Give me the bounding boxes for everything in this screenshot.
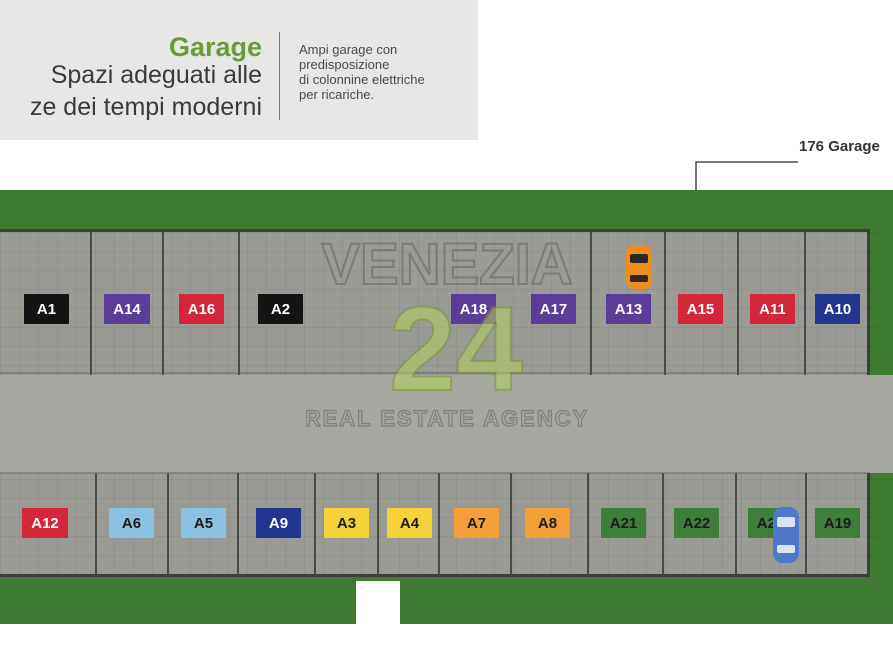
row-edge xyxy=(0,472,870,474)
parking-spot-bottom[interactable]: A8 xyxy=(525,508,570,538)
header-subtitle-line-2: ze dei tempi moderni xyxy=(29,93,262,121)
parking-spot-top[interactable]: A16 xyxy=(179,294,224,324)
parking-spot-bottom[interactable]: A6 xyxy=(109,508,154,538)
parking-spot-bottom[interactable]: A4 xyxy=(387,508,432,538)
header-divider xyxy=(279,32,280,120)
parking-spot-bottom[interactable]: A12 xyxy=(22,508,68,538)
parking-spot-bottom[interactable]: A21 xyxy=(601,508,646,538)
bay-divider xyxy=(587,473,589,574)
bay-divider xyxy=(735,473,737,574)
garage-count-annotation: 176 Garage xyxy=(799,138,880,155)
parking-spot-bottom[interactable]: A5 xyxy=(181,508,226,538)
bay-divider xyxy=(162,232,164,375)
bay-divider xyxy=(438,473,440,574)
description-line: Ampi garage con xyxy=(299,42,398,57)
parking-spot-top[interactable]: A14 xyxy=(104,294,150,324)
bay-divider xyxy=(662,473,664,574)
parking-spot-bottom[interactable]: A22 xyxy=(674,508,719,538)
bay-divider xyxy=(664,232,666,375)
parking-spot-top[interactable]: A18 xyxy=(451,294,496,324)
parking-spot-top[interactable]: A13 xyxy=(606,294,651,324)
car-icon xyxy=(773,507,799,563)
description-line: di colonnine elettriche xyxy=(299,72,425,87)
header-description: Ampi garage con predisposizione di colon… xyxy=(299,42,469,102)
bay-divider xyxy=(510,473,512,574)
description-line: predisposizione xyxy=(299,57,390,72)
bay-divider xyxy=(804,232,806,375)
bay-divider xyxy=(167,473,169,574)
header-card: Garage Spazi adeguati alle ze dei tempi … xyxy=(0,0,478,140)
header-title: Garage xyxy=(168,32,262,62)
parking-spot-bottom[interactable]: A19 xyxy=(815,508,860,538)
header-subtitle-line-1: Spazi adeguati alle xyxy=(50,61,262,89)
parking-spot-bottom[interactable]: A3 xyxy=(324,508,369,538)
description-line: per ricariche. xyxy=(299,87,375,102)
row-edge xyxy=(0,372,870,374)
bay-divider xyxy=(90,232,92,375)
parking-spot-top[interactable]: A15 xyxy=(678,294,723,324)
bay-divider xyxy=(590,232,592,375)
parking-spot-bottom[interactable]: A7 xyxy=(454,508,499,538)
parking-spot-top[interactable]: A2 xyxy=(258,294,303,324)
bay-divider xyxy=(237,473,239,574)
bay-divider xyxy=(377,473,379,574)
parking-spot-bottom[interactable]: A9 xyxy=(256,508,301,538)
bay-divider xyxy=(805,473,807,574)
bay-divider xyxy=(314,473,316,574)
parking-spot-top[interactable]: A10 xyxy=(815,294,860,324)
car-icon xyxy=(626,245,652,289)
bay-divider xyxy=(95,473,97,574)
parking-spot-top[interactable]: A11 xyxy=(750,294,795,324)
bay-divider xyxy=(238,232,240,375)
parking-spot-top[interactable]: A1 xyxy=(24,294,69,324)
bay-divider xyxy=(737,232,739,375)
ramp-exit xyxy=(356,581,400,624)
parking-spot-top[interactable]: A17 xyxy=(531,294,576,324)
driving-aisle xyxy=(0,375,893,473)
